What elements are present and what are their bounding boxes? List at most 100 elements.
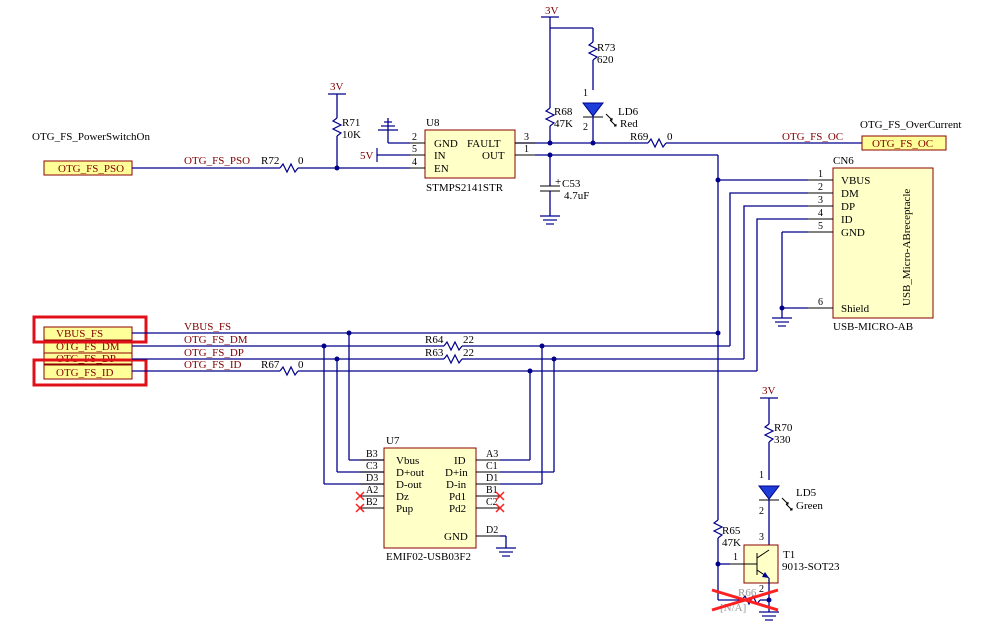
svg-text:1: 1 [524,144,529,155]
ground-t1 [759,611,779,621]
resistor-r69: R69 0 [630,131,673,149]
svg-text:3: 3 [524,132,529,143]
ground-cn6 [772,317,792,327]
led-ld5: 1 2 LD5 Green [757,470,823,545]
capacitor-c53: + C53 4.7uF [540,155,589,225]
junction [715,177,721,183]
resistor-r66: R66 [N/A] [711,587,779,614]
svg-text:+: + [555,176,561,188]
svg-text:4: 4 [412,157,417,168]
junction [715,330,721,336]
svg-text:CN6: CN6 [833,155,854,167]
svg-text:VBUS: VBUS [841,175,870,187]
svg-text:LD6: LD6 [618,106,639,118]
no-connect-marks [355,491,505,513]
svg-text:U8: U8 [426,117,440,129]
svg-text:4: 4 [818,208,823,219]
svg-text:R65: R65 [722,525,741,537]
svg-text:Red: Red [620,118,638,130]
port-otg-fs-oc: OTG_FS_OverCurrent OTG_FS_OC [860,119,961,151]
svg-text:Shield: Shield [841,303,870,315]
svg-text:OTG_FS_ID: OTG_FS_ID [56,367,114,379]
svg-text:0: 0 [298,359,304,371]
svg-text:D-in: D-in [446,479,467,491]
power-5v: 5V [360,148,410,162]
svg-text:0: 0 [298,155,304,167]
svg-text:DP: DP [841,201,855,213]
wire-dm-cn6 [729,192,808,346]
ic-u7: U7 EMIF02-USB03F2 B3 C3 D3 A2 B2 Vbus D+… [360,435,500,563]
svg-text:B1: B1 [486,485,498,496]
port-otg-fs-pso: OTG_FS_PowerSwitchOn OTG_FS_PSO [32,131,150,176]
resistor-r67: R67 0 [261,359,304,377]
power-3v-top: 3V [541,5,559,28]
svg-text:FAULT: FAULT [467,138,501,150]
svg-text:330: 330 [774,434,791,446]
resistor-r71: R71 10K [331,117,361,168]
highlight-vbus [32,315,148,344]
resistor-r72: R72 0 [261,155,304,174]
svg-text:IN: IN [434,150,446,162]
svg-text:B3: B3 [366,449,378,460]
svg-text:OTG_FS_DM: OTG_FS_DM [56,341,120,353]
svg-text:9013-SOT23: 9013-SOT23 [782,561,840,573]
resistor-r73: R73 620 [587,28,616,90]
net-label-vbus: VBUS_FS [184,321,231,333]
svg-text:R70: R70 [774,422,793,434]
svg-text:47K: 47K [722,537,741,549]
ic-u8: U8 STMPS2141STR 2 5 4 GND IN EN 3 1 FAUL… [410,117,535,194]
svg-text:1: 1 [818,169,823,180]
svg-text:6: 6 [818,297,823,308]
svg-text:Pd1: Pd1 [449,491,466,503]
svg-text:OTG_FS_PowerSwitchOn: OTG_FS_PowerSwitchOn [32,131,150,143]
svg-text:USB-MICRO-AB: USB-MICRO-AB [833,321,913,333]
svg-text:OUT: OUT [482,150,505,162]
wire-dp-cn6 [743,205,808,359]
svg-text:R71: R71 [342,117,360,129]
svg-text:1: 1 [733,552,738,563]
svg-text:10K: 10K [342,129,361,141]
svg-text:GND: GND [841,227,865,239]
svg-text:22: 22 [463,334,474,346]
svg-text:2: 2 [759,506,764,517]
svg-text:C3: C3 [366,461,378,472]
svg-text:3V: 3V [330,81,344,93]
svg-text:2: 2 [759,584,764,595]
svg-text:C53: C53 [562,178,581,190]
svg-text:R73: R73 [597,42,616,54]
svg-text:R67: R67 [261,359,280,371]
power-3v-r70: 3V [760,385,778,424]
svg-text:ID: ID [841,214,853,226]
svg-text:VBUS_FS: VBUS_FS [56,328,103,340]
svg-text:OTG_FS_OC: OTG_FS_OC [872,138,933,150]
svg-text:R63: R63 [425,347,444,359]
svg-text:Green: Green [796,500,823,512]
junction [547,140,553,146]
wire-id-cn6 [756,218,808,371]
highlight-id [32,358,148,387]
svg-text:A2: A2 [366,485,378,496]
svg-text:GND: GND [444,531,468,543]
resistor-r65: R65 47K [712,519,741,600]
svg-text:47K: 47K [554,118,573,130]
svg-text:3V: 3V [545,5,559,17]
led-ld6: 1 2 LD6 Red [581,88,639,143]
svg-text:5: 5 [818,221,823,232]
svg-text:OTG_FS_PSO: OTG_FS_PSO [58,163,124,175]
svg-text:LD5: LD5 [796,487,817,499]
svg-text:0: 0 [667,131,673,143]
svg-text:1: 1 [759,470,764,481]
resistor-r63: R63 22 [425,347,474,365]
svg-text:D-out: D-out [396,479,422,491]
svg-text:U7: U7 [386,435,400,447]
svg-text:R64: R64 [425,334,444,346]
port-vbus-fs: VBUS_FS [43,326,133,341]
svg-text:EN: EN [434,163,449,175]
resistor-r68: R68 47K [544,106,573,143]
svg-text:5: 5 [412,144,417,155]
svg-text:22: 22 [463,347,474,359]
svg-text:2: 2 [412,132,417,143]
resistor-r70: R70 330 [763,422,793,480]
svg-text:D+out: D+out [396,467,424,479]
svg-text:3: 3 [759,532,764,543]
